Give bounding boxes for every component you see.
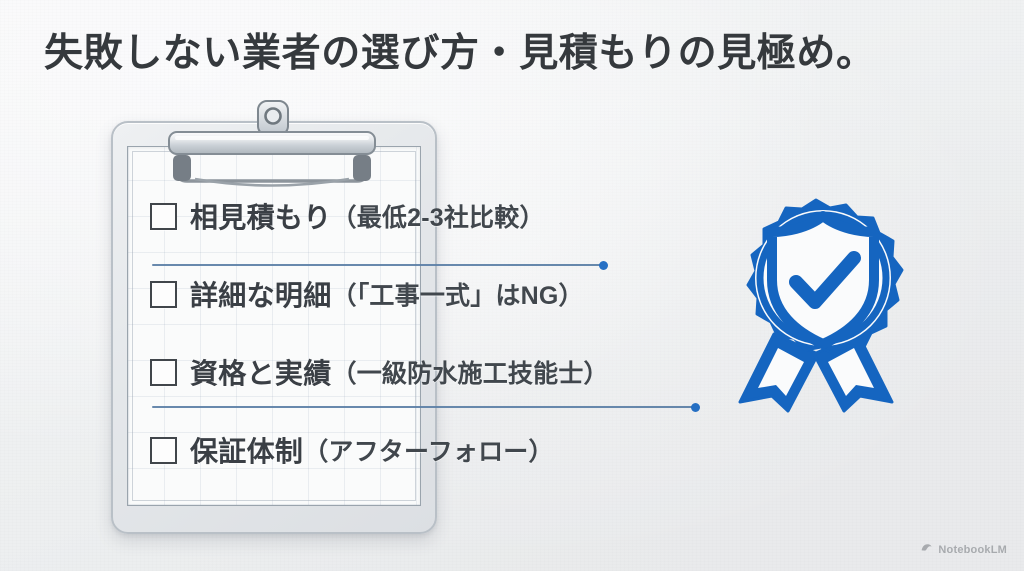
- checklist-item-2-detail: （「工事一式」はNG）: [331, 282, 584, 310]
- checklist-item-3-detail: （一級防水施工技能士）: [331, 360, 609, 388]
- checklist-item-4-detail: （アフターフォロー）: [303, 438, 554, 466]
- notebooklm-logo-icon: [920, 541, 933, 559]
- divider-line-2: [152, 402, 700, 412]
- checklist-item-2[interactable]: 詳細な明細 （「工事一式」はNG）: [150, 274, 584, 314]
- checkbox-icon-4[interactable]: [150, 436, 177, 464]
- checklist-item-3[interactable]: 資格と実績 （一級防水施工技能士）: [150, 352, 609, 392]
- checkbox-icon-2[interactable]: [150, 280, 177, 308]
- checklist-item-1-label: 相見積もり: [190, 202, 332, 233]
- clipboard-clip: [111, 99, 433, 194]
- divider-dot-2: [691, 402, 700, 412]
- checklist-item-1[interactable]: 相見積もり （最低2-3社比較）: [150, 196, 545, 236]
- checklist-item-2-label: 詳細な明細: [190, 280, 332, 311]
- divider-dot-1: [599, 260, 608, 270]
- checklist-item-4-label: 保証体制: [190, 436, 304, 467]
- checkbox-icon-1[interactable]: [150, 202, 177, 230]
- notebooklm-watermark-label: NotebookLM: [938, 544, 1007, 556]
- checklist-item-1-detail: （最低2-3社比較）: [331, 204, 545, 232]
- checkbox-icon-3[interactable]: [150, 358, 177, 386]
- checklist-item-3-label: 資格と実績: [190, 358, 332, 389]
- divider-line-1: [152, 260, 608, 270]
- quality-assurance-badge-icon: [722, 196, 910, 414]
- page-title: 失敗しない業者の選び方・見積もりの見極め。: [44, 32, 876, 75]
- checklist-item-4[interactable]: 保証体制 （アフターフォロー）: [150, 430, 554, 470]
- notebooklm-watermark: NotebookLM: [920, 541, 1007, 559]
